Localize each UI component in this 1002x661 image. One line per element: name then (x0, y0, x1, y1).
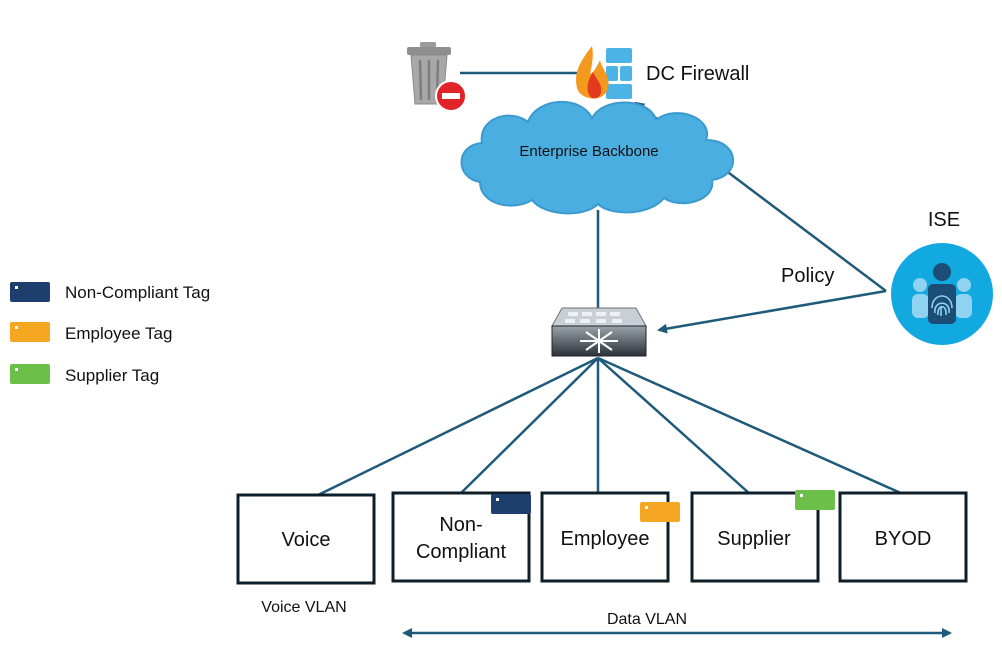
segment-non-compliant: Non- Compliant (391, 491, 531, 583)
firewall-label: DC Firewall (646, 63, 749, 85)
segment-label: Supplier (717, 528, 791, 550)
cloud-icon (460, 101, 735, 215)
switch-byod-link (597, 356, 904, 496)
data-vlan-label: Data VLAN (607, 611, 687, 628)
trash-blocked-icon (407, 42, 467, 112)
segment-label: Compliant (416, 541, 506, 563)
switch-voice-link (313, 356, 599, 499)
segment-byod: BYOD (838, 491, 968, 583)
legend-item-non-compliant: Non-Compliant Tag (10, 282, 210, 302)
legend-item-supplier: Supplier Tag (10, 364, 159, 385)
switch-non-compliant-link (459, 357, 599, 495)
segment-label: Employee (561, 528, 650, 550)
enterprise-backbone-cloud: Enterprise Backbone (460, 101, 735, 215)
tag-legend: Non-Compliant Tag Employee Tag Supplier … (10, 282, 210, 385)
non-compliant-tag (491, 494, 531, 514)
segment-supplier: Supplier (690, 490, 835, 583)
firewall-icon (576, 46, 632, 99)
non-compliant-tag-swatch (10, 282, 50, 302)
ise-label: ISE (928, 209, 960, 231)
segment-employee: Employee (540, 491, 680, 583)
segment-voice: Voice (236, 493, 376, 585)
policy-label: Policy (781, 265, 834, 287)
legend-label: Non-Compliant Tag (65, 283, 210, 302)
supplier-tag (795, 490, 835, 510)
legend-label: Supplier Tag (65, 366, 159, 385)
employee-tag-swatch (10, 322, 50, 342)
legend-label: Employee Tag (65, 324, 172, 343)
connection-lines (313, 71, 904, 499)
employee-tag (640, 502, 680, 522)
backbone-label: Enterprise Backbone (519, 143, 658, 160)
legend-item-employee: Employee Tag (10, 322, 172, 343)
voice-vlan-label: Voice VLAN (261, 599, 346, 616)
segment-label: Voice (282, 529, 331, 551)
ise-fingerprint-icon (891, 243, 993, 345)
segment-label: Non- (439, 514, 482, 536)
switch-supplier-link (597, 357, 751, 495)
policy-arrow-to-switch (657, 289, 887, 334)
supplier-tag-swatch (10, 364, 50, 384)
network-switch-icon (551, 307, 647, 357)
segment-label: BYOD (875, 528, 932, 550)
